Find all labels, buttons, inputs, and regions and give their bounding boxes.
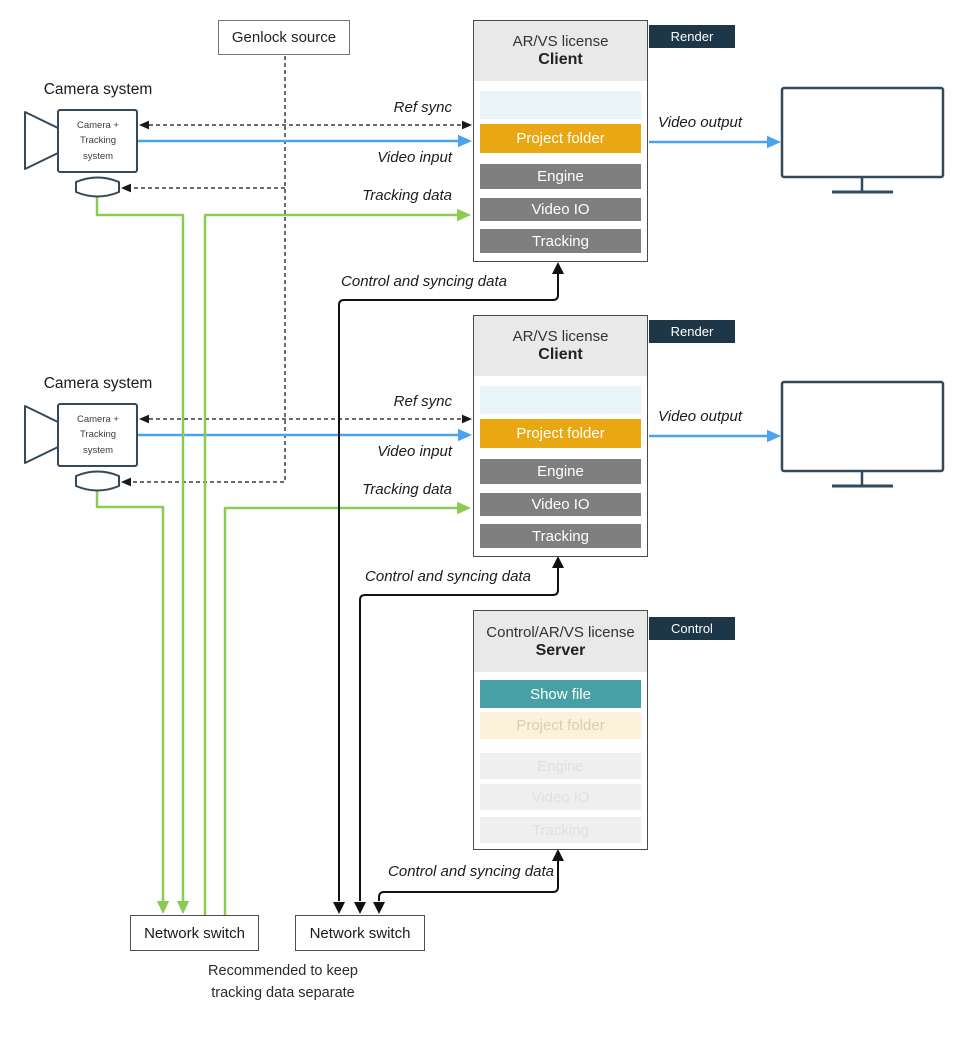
tracking-data-label-1: Tracking data	[362, 187, 452, 204]
camera-system-title-1: Camera system	[43, 81, 153, 98]
control-line-server	[373, 849, 564, 914]
video-input-label-1: Video input	[377, 149, 452, 166]
server-row-show-file: Show file	[480, 680, 641, 708]
control-line-client1	[333, 262, 564, 914]
client-node-2: AR/VS license Client Project folder Engi…	[473, 315, 648, 557]
video-output-label-2: Video output	[658, 408, 742, 425]
render-tag-2: Render	[649, 320, 735, 343]
ref-sync-label-2: Ref sync	[393, 393, 452, 410]
server-row-project-folder: Project folder	[480, 712, 641, 739]
ref-sync-line-1	[139, 120, 472, 130]
tracking-line-switch-to-client2	[223, 501, 471, 915]
control-tag: Control	[649, 617, 735, 640]
camera-device-label-2: Camera + Tracking system	[77, 414, 119, 456]
client1-row-tracking: Tracking	[480, 229, 641, 253]
client2-row-tracking: Tracking	[480, 524, 641, 548]
server-role-label: Server	[535, 641, 586, 659]
control-line-client2	[354, 556, 564, 914]
client-role-label-2: Client	[538, 346, 583, 363]
server-row-tracking: Tracking	[480, 817, 641, 843]
client1-showfile-slot	[480, 91, 641, 119]
client2-row-engine: Engine	[480, 459, 641, 484]
tracking-line-switch-to-client1	[203, 208, 471, 915]
camera-system-title-2: Camera system	[43, 375, 153, 392]
ref-sync-line-2	[139, 414, 472, 424]
client2-row-project-folder: Project folder	[480, 419, 641, 448]
client-role-label-1: Client	[538, 51, 583, 68]
server-row-video-io: Video IO	[480, 784, 641, 810]
tracking-note-line1: Recommended to keep	[208, 963, 358, 979]
tracking-note-line2: tracking data separate	[211, 984, 355, 1001]
client-node-1: AR/VS license Client Project folder Engi…	[473, 20, 648, 262]
genlock-sync-line	[131, 56, 286, 483]
video-input-line-1	[138, 134, 472, 148]
control-sync-label-2: Control and syncing data	[365, 568, 531, 585]
client-license-label-1: AR/VS license	[512, 33, 609, 50]
server-header: Control/AR/VS license Server	[474, 611, 647, 672]
video-input-line-2	[138, 428, 472, 442]
server-node: Control/AR/VS license Server Show file P…	[473, 610, 648, 850]
video-input-label-2: Video input	[377, 443, 452, 460]
monitor-icon-1	[780, 86, 945, 194]
client2-showfile-slot	[480, 386, 641, 414]
genlock-sync-arrowheads	[121, 183, 131, 487]
client-header-1: AR/VS license Client	[474, 21, 647, 81]
ref-sync-label-1: Ref sync	[393, 99, 452, 116]
camera-device-label-1: Camera + Tracking system	[77, 120, 119, 162]
control-sync-label-1: Control and syncing data	[341, 273, 507, 290]
video-output-label-1: Video output	[658, 114, 742, 131]
control-sync-label-3: Control and syncing data	[388, 863, 554, 880]
client-header-2: AR/VS license Client	[474, 316, 647, 376]
tracking-line-camera1-to-switch	[95, 195, 190, 914]
render-tag-1: Render	[649, 25, 735, 48]
video-output-line-1	[649, 135, 781, 149]
server-license-label: Control/AR/VS license	[486, 623, 635, 641]
camera-icon-1	[24, 109, 138, 198]
genlock-source-label: Genlock source	[231, 29, 337, 46]
client1-row-engine: Engine	[480, 164, 641, 189]
client1-row-video-io: Video IO	[480, 198, 641, 221]
genlock-source-node: Genlock source	[218, 20, 350, 55]
client2-row-video-io: Video IO	[480, 493, 641, 516]
video-output-line-2	[649, 429, 781, 443]
camera-icon-2	[24, 403, 138, 492]
client-license-label-2: AR/VS license	[512, 328, 609, 345]
tracking-data-label-2: Tracking data	[362, 481, 452, 498]
tracking-note: Recommended to keep tracking data separa…	[158, 961, 408, 1005]
network-switch-right: Network switch	[295, 915, 425, 951]
network-switch-left: Network switch	[130, 915, 259, 951]
monitor-icon-2	[780, 380, 945, 488]
tracking-line-camera2-to-switch	[95, 490, 170, 914]
client1-row-project-folder: Project folder	[480, 124, 641, 153]
server-row-engine: Engine	[480, 753, 641, 779]
